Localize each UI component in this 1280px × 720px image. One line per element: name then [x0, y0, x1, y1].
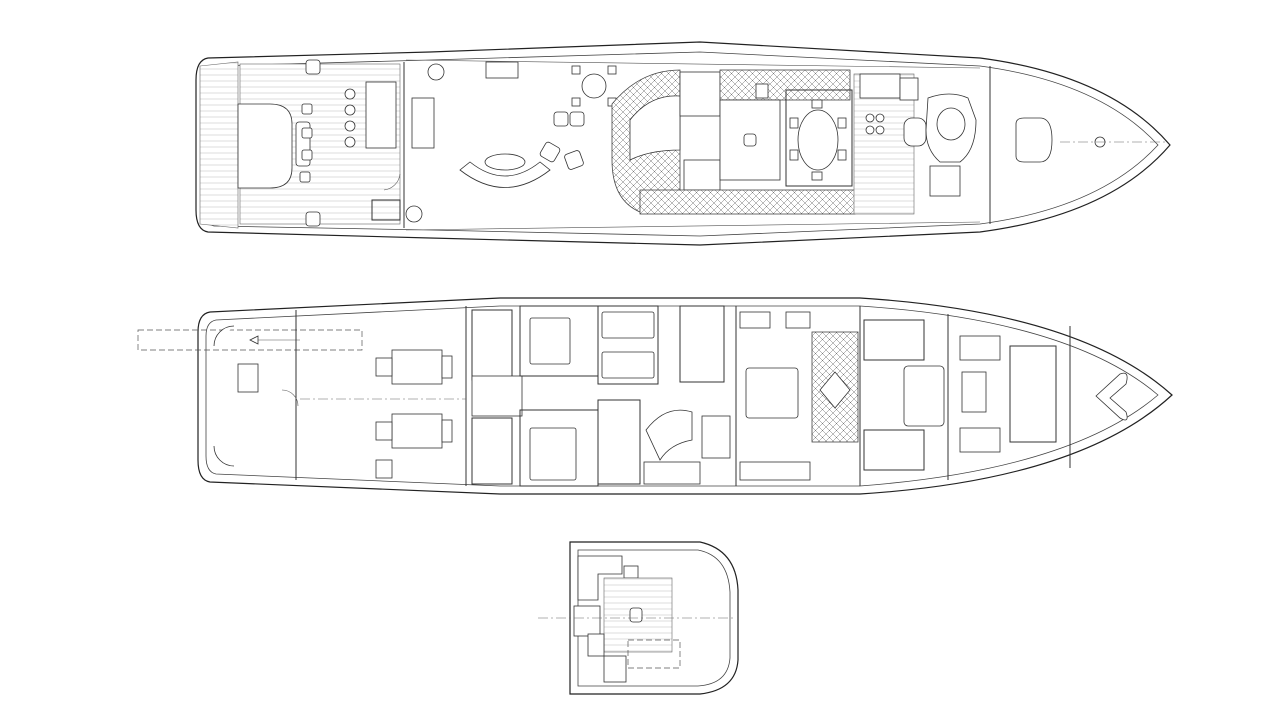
fwd-vip-bed: [903, 365, 945, 427]
master-bed: [745, 367, 799, 419]
foredeck-hatch: [1015, 117, 1053, 163]
master-desk: [739, 311, 771, 329]
stern-stair-port: [213, 325, 235, 347]
stern-stair-stbd: [213, 445, 235, 467]
mid-head-port: [679, 305, 725, 383]
crew-stair-lower: [961, 371, 987, 413]
bunk-lower: [601, 351, 655, 379]
twin-cabin-port-bed: [529, 317, 571, 365]
game-table: [581, 73, 607, 99]
dining-room: [785, 89, 853, 187]
master-wardrobe: [739, 461, 811, 481]
master-dresser: [785, 311, 811, 329]
crew-bunk-port: [959, 335, 1001, 361]
crew-stair: [929, 165, 961, 197]
forepeak-hatch: [1095, 372, 1128, 421]
dining-chairs: [789, 99, 847, 181]
flybridge-helm-chair: [629, 607, 643, 623]
galley-hob: [865, 113, 885, 135]
flybridge-seat: [603, 655, 627, 683]
lazarette-door: [281, 389, 299, 407]
stbd-berth: [643, 461, 701, 485]
side-deck-port: [405, 59, 981, 69]
engine-stbd: [375, 413, 453, 449]
corridor-locker: [701, 415, 731, 459]
crew-head: [1009, 345, 1057, 443]
flybridge-locker: [587, 633, 605, 657]
lower-deck-plan: [137, 297, 1173, 495]
aft-corridor-stair: [471, 375, 523, 417]
salon-coffee-table: [484, 153, 526, 171]
tender-launch-rail: [137, 329, 363, 351]
aft-head-stbd: [471, 417, 513, 485]
salon-cabinet: [411, 97, 435, 149]
lazarette-stair: [237, 363, 259, 393]
helm-chair: [743, 133, 757, 147]
flybridge-wet-bar: [623, 565, 639, 579]
aft-deck-door: [383, 173, 401, 191]
flybridge-inner-outline: [577, 549, 731, 687]
flybridge-plan: [538, 541, 739, 695]
galley-island: [903, 117, 927, 147]
salon-sideboard: [485, 61, 519, 79]
bunk-cabin: [597, 305, 659, 385]
corridor-stbd-tile: [639, 189, 856, 215]
bunk-upper: [601, 311, 655, 339]
stair-upper: [679, 71, 721, 117]
aft-chairs: [299, 59, 321, 227]
lower-deck-inner-outline: [205, 305, 1159, 487]
side-deck-stbd: [405, 221, 981, 231]
fwd-cabin-port: [863, 319, 925, 361]
tender-arrow-head: [249, 335, 259, 345]
aft-bar: [365, 81, 397, 149]
master-bath-vanity: [819, 371, 851, 409]
day-head: [755, 83, 769, 99]
stair-lower: [683, 159, 721, 191]
fwd-cabin-stbd: [863, 429, 925, 471]
aft-settee: [237, 103, 293, 189]
stern-platform: [199, 61, 239, 229]
flybridge-hardtop-outline: [627, 639, 681, 669]
spiral-stair-main: [629, 95, 681, 161]
mid-head-stbd: [597, 399, 641, 485]
salon-planter-stbd: [405, 205, 423, 223]
engine-port: [375, 349, 453, 385]
main-deck-hull-outline: [195, 41, 1171, 246]
engine-room-stair: [375, 459, 393, 479]
galley-counter-aft: [859, 73, 901, 99]
salon-curved-sofa: [459, 161, 551, 188]
flybridge-stair: [573, 605, 601, 637]
corridor-port-tile: [719, 69, 851, 101]
salon-planter-port: [427, 63, 445, 81]
flybridge-l-settee: [577, 555, 623, 601]
bar-stools: [344, 88, 356, 148]
main-deck-plan: [195, 41, 1171, 246]
spiral-stair-lower: [645, 409, 693, 461]
dining-table: [797, 109, 839, 171]
galley-sink: [899, 77, 919, 101]
crew-bunk-stbd: [959, 427, 1001, 453]
salon-armchairs: [539, 111, 585, 170]
game-chairs: [571, 65, 617, 107]
crew-mess-table: [936, 107, 966, 141]
aft-locker: [371, 199, 401, 221]
guest-cabin-stbd-bed: [529, 427, 577, 481]
